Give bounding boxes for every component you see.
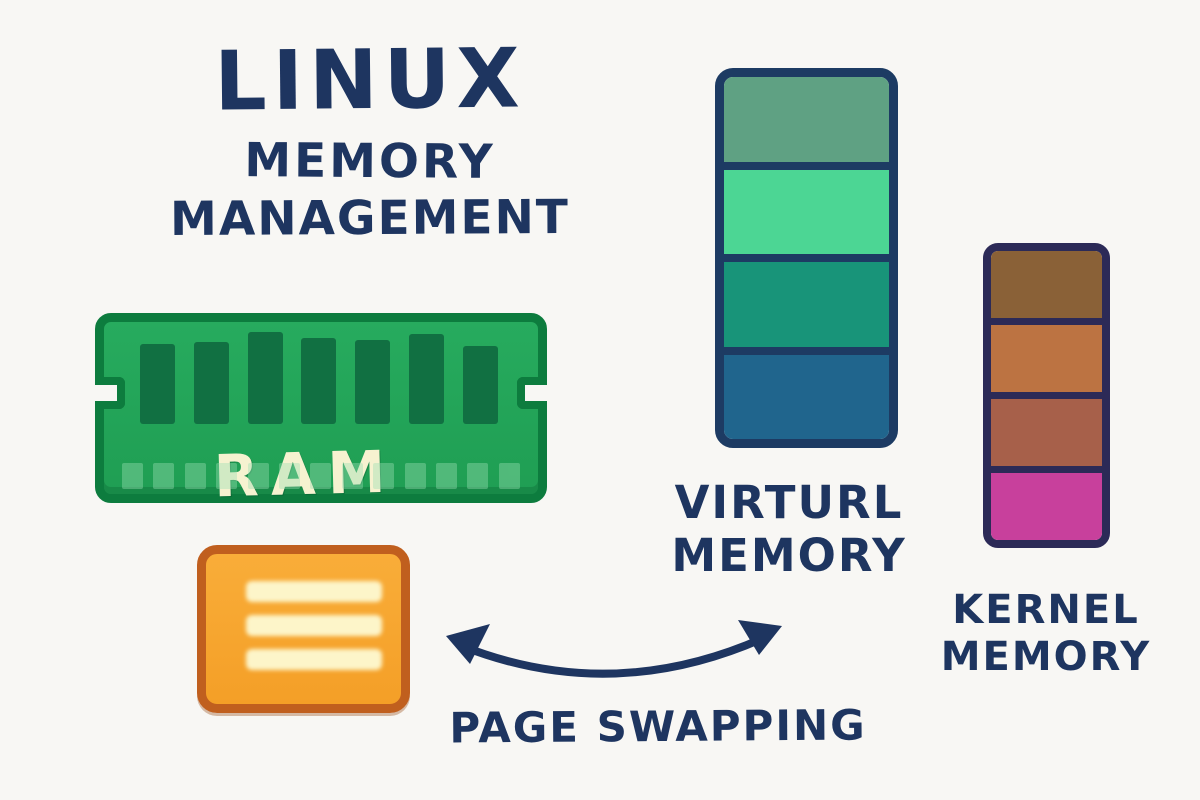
swap-arrow-curve: [458, 632, 772, 678]
ram-chip-row: [140, 332, 498, 424]
ram-stick-illustration: RAM: [95, 313, 547, 510]
ram-pin-row: [122, 463, 520, 489]
kernel-memory-stack: [983, 243, 1110, 548]
ram-notch-right: [517, 377, 547, 409]
page-text-line: [246, 649, 382, 670]
virtual-memory-label-line2: MEMORY: [671, 528, 907, 582]
ram-chip: [193, 342, 229, 424]
ram-pin: [122, 463, 143, 489]
kernel-memory-label-line2: MEMORY: [940, 633, 1152, 680]
page-swapping-label: PAGE SWAPPING: [449, 700, 867, 753]
ram-pin: [216, 463, 238, 489]
page-text-line: [246, 615, 382, 636]
virtual-memory-stack: [715, 68, 898, 448]
ram-chip: [140, 344, 175, 424]
page-text-line: [246, 581, 382, 602]
page-text-lines: [246, 581, 382, 683]
title-management: MANAGEMENT: [169, 189, 571, 248]
ram-chip: [409, 334, 445, 424]
ram-chip: [247, 332, 283, 424]
virtual-memory-segment: [724, 77, 889, 162]
ram-pin: [310, 463, 332, 489]
ram-pin: [436, 463, 458, 489]
ram-pin: [341, 463, 363, 489]
virtual-memory-label-line1: VIRTURL: [674, 476, 904, 529]
ram-pin: [153, 463, 175, 489]
diagram-title: LINUX MEMORY MANAGEMENT: [110, 31, 630, 248]
swap-arrowhead-right-icon: [738, 620, 782, 655]
ram-chip: [355, 340, 391, 424]
virtual-memory-label: VIRTURL MEMORY: [649, 476, 929, 582]
ram-chip: [301, 338, 337, 424]
swap-arrowhead-left-icon: [446, 624, 490, 664]
title-linux: LINUX: [213, 31, 527, 130]
ram-pin: [279, 463, 301, 489]
ram-pin: [404, 463, 426, 489]
page-swapping-arrow: [446, 620, 782, 678]
memory-page-icon: [197, 545, 410, 713]
ram-pin: [184, 463, 206, 489]
virtual-memory-segment: [724, 254, 889, 347]
kernel-memory-segment: [991, 392, 1102, 466]
ram-pin: [247, 463, 269, 489]
ram-chip: [462, 346, 498, 424]
kernel-memory-segment: [991, 251, 1102, 318]
ram-pin: [373, 463, 395, 489]
virtual-memory-segment: [724, 161, 889, 254]
title-memory: MEMORY: [244, 133, 496, 190]
ram-pin: [498, 463, 520, 489]
ram-notch-left: [95, 377, 125, 409]
kernel-memory-label: KERNEL MEMORY: [906, 587, 1186, 681]
kernel-memory-segment: [991, 318, 1102, 392]
ram-pin: [467, 463, 489, 489]
kernel-memory-segment: [991, 466, 1102, 540]
virtual-memory-segment: [724, 346, 889, 439]
kernel-memory-label-line1: KERNEL: [952, 587, 1140, 633]
